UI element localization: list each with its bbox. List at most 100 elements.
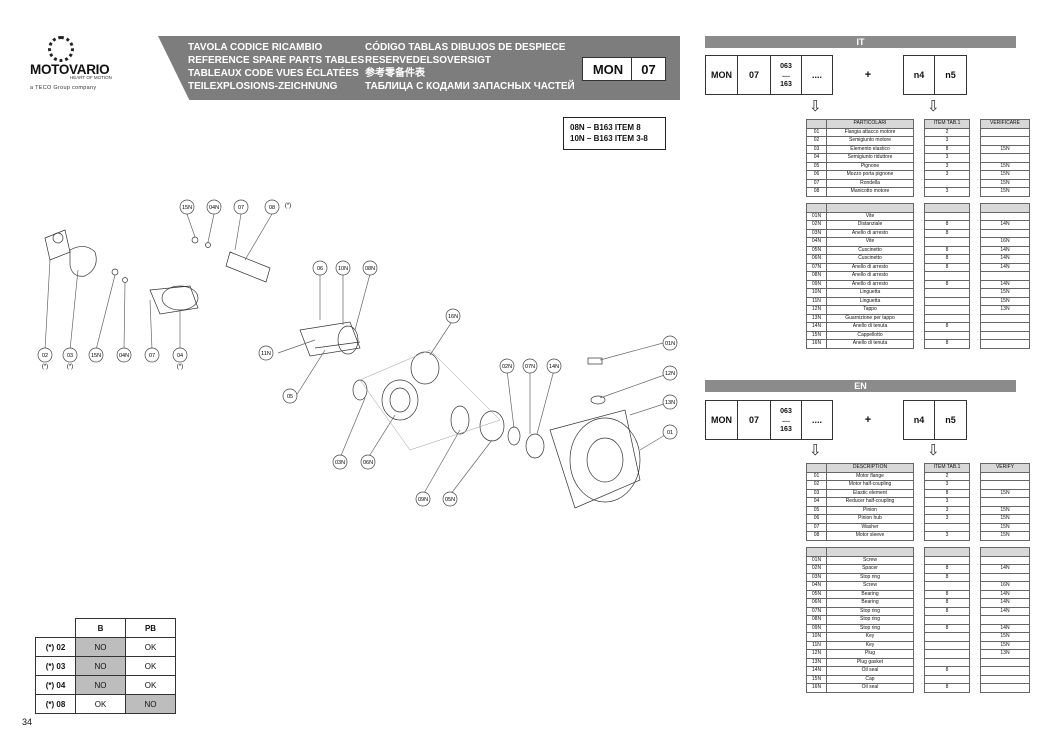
item-tab1: 8 bbox=[924, 666, 970, 676]
verify-ref: 15N bbox=[980, 522, 1030, 532]
cap-screw-drawing bbox=[587, 357, 603, 365]
part-code: 07 bbox=[806, 178, 827, 188]
item-tab1: 2 bbox=[924, 471, 970, 481]
item-tab1 bbox=[924, 615, 970, 625]
part-description: Manicotto motore bbox=[826, 187, 914, 197]
verify-ref bbox=[980, 497, 1030, 507]
verify-ref: 15N bbox=[980, 488, 1030, 498]
item-tab1: 8 bbox=[924, 262, 970, 272]
part-code: 03N bbox=[806, 572, 827, 582]
callout-bubble bbox=[499, 358, 515, 374]
callout-bubble bbox=[522, 358, 538, 374]
size-max: 163 bbox=[780, 80, 792, 88]
verify-ref bbox=[980, 572, 1030, 582]
option-pb-value: OK bbox=[125, 675, 176, 695]
part-code: 13N bbox=[806, 657, 827, 667]
part-description: Stop ring bbox=[826, 623, 914, 633]
part-code: 06N bbox=[806, 598, 827, 608]
part-description: Distanziale bbox=[826, 220, 914, 230]
item-tab1: 2 bbox=[924, 127, 970, 137]
part-code: 14N bbox=[806, 322, 827, 332]
part-code: 08 bbox=[806, 531, 827, 541]
code-n5: n5 bbox=[935, 55, 967, 95]
item-tab1: 3 bbox=[924, 187, 970, 197]
callout-bubble bbox=[282, 388, 298, 404]
bearing-drawing bbox=[381, 379, 419, 421]
item-tab1 bbox=[924, 640, 970, 650]
part-description: Anello di tenuta bbox=[826, 322, 914, 332]
callout-label: 08 bbox=[269, 205, 275, 211]
callout-bubble bbox=[335, 260, 351, 276]
verify-ref bbox=[980, 683, 1030, 693]
oil-seal-drawing bbox=[410, 351, 440, 385]
header-titles-col2: CÓDIGO TABLAS DIBUJOS DE DESPIECE RESERV… bbox=[365, 41, 575, 93]
bearing-drawing bbox=[479, 410, 505, 442]
header-cell: DESCRIPTION bbox=[826, 463, 914, 473]
part-code: 02N bbox=[806, 564, 827, 574]
callout-bubble bbox=[360, 454, 376, 470]
item-tab1 bbox=[924, 237, 970, 247]
verify-ref: 15N bbox=[980, 187, 1030, 197]
reference-line: 08N – B163 ITEM 8 bbox=[570, 123, 641, 132]
verify-ref bbox=[980, 313, 1030, 323]
part-code: 15N bbox=[806, 674, 827, 684]
code-07: 07 bbox=[738, 55, 771, 95]
part-code: 01N bbox=[806, 555, 827, 565]
title-line: RESERVEDELSOVERSIGT bbox=[365, 55, 491, 66]
option-label: (*) 04 bbox=[35, 675, 76, 695]
callout-bubble bbox=[116, 347, 132, 363]
motovario-logo-icon bbox=[48, 36, 74, 62]
lang-bar-it: IT bbox=[705, 36, 1016, 48]
item-tab1 bbox=[924, 555, 970, 565]
item-tab1 bbox=[924, 649, 970, 659]
callout-label: 10N bbox=[338, 266, 348, 272]
header-cell: ITEM TAB.1 bbox=[924, 119, 970, 129]
brand-name: MOTOVARIO bbox=[30, 62, 110, 77]
callout-bubble bbox=[362, 260, 378, 276]
part-code: 11N bbox=[806, 296, 827, 306]
item-tab1: 8 bbox=[924, 254, 970, 264]
screw-drawing bbox=[191, 236, 199, 244]
part-description: Anello di tenuta bbox=[826, 339, 914, 349]
part-description: Anello di arresto bbox=[826, 271, 914, 281]
callout-bubble bbox=[662, 394, 678, 410]
verify-ref bbox=[980, 153, 1030, 163]
part-code: 09N bbox=[806, 279, 827, 289]
callout-bubble bbox=[662, 365, 678, 381]
part-code: 12N bbox=[806, 649, 827, 659]
item-tab1: 8 bbox=[924, 683, 970, 693]
header-cell bbox=[924, 203, 970, 213]
item-tab1: 8 bbox=[924, 598, 970, 608]
item-tab1: 8 bbox=[924, 623, 970, 633]
verify-ref bbox=[980, 211, 1030, 221]
down-arrow-icon: ⇩ bbox=[809, 442, 822, 459]
verify-ref bbox=[980, 480, 1030, 490]
part-description: Linguetta bbox=[826, 296, 914, 306]
item-tab1: 3 bbox=[924, 136, 970, 146]
callout-label: 14N bbox=[549, 364, 559, 370]
item-tab1 bbox=[924, 632, 970, 642]
part-description: Reducer half-coupling bbox=[826, 497, 914, 507]
option-b-value: NO bbox=[75, 675, 126, 695]
callout-label: 02 bbox=[42, 353, 48, 359]
half-coupling-drawing bbox=[44, 229, 71, 261]
part-code: 15N bbox=[806, 330, 827, 340]
code-row-en: MON 07 063 .... 163 .... + n4 n5 bbox=[705, 400, 967, 440]
elastic-element-drawing bbox=[69, 246, 97, 277]
down-arrow-icon: ⇩ bbox=[927, 98, 940, 115]
part-description: Plug gasket bbox=[826, 657, 914, 667]
